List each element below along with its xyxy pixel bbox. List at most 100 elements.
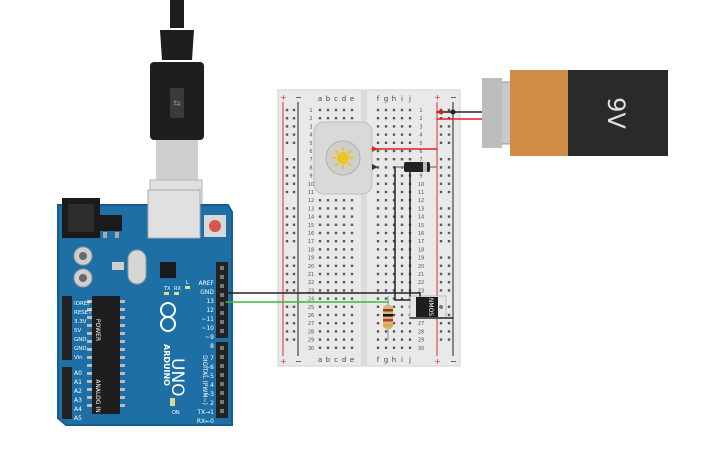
power-title: POWER — [94, 319, 101, 341]
breadboard-row-number: 16 — [418, 231, 424, 237]
analog-label-a2: A2 — [74, 388, 82, 395]
breadboard-hole — [292, 281, 296, 284]
breadboard-hole — [392, 330, 396, 333]
breadboard-row-number: 3 — [419, 124, 422, 130]
breadboard-hole — [318, 240, 322, 243]
breadboard-hole — [392, 215, 396, 218]
breadboard-row-number: 29 — [418, 338, 424, 344]
breadboard-hole — [292, 256, 296, 259]
col-j-top: j — [408, 95, 411, 103]
breadboard-hole — [384, 231, 388, 235]
breadboard-hole — [326, 240, 330, 243]
breadboard-hole — [292, 330, 296, 333]
analog-label-a0: A0 — [74, 370, 82, 377]
breadboard-hole — [285, 174, 289, 177]
breadboard-hole — [326, 256, 330, 259]
led-label-l: L — [186, 280, 189, 286]
breadboard-hole — [376, 256, 380, 259]
breadboard-hole — [285, 125, 289, 128]
breadboard-hole — [447, 207, 451, 210]
col-h-top: h — [392, 95, 396, 103]
breadboard-hole — [384, 346, 388, 349]
breadboard-hole — [439, 166, 443, 169]
breadboard-hole — [285, 215, 289, 218]
breadboard-hole — [384, 108, 388, 112]
breadboard-hole — [447, 240, 451, 243]
breadboard-hole — [326, 338, 330, 341]
breadboard-hole — [447, 322, 451, 325]
breadboard-hole — [285, 240, 289, 243]
breadboard-hole — [350, 346, 354, 349]
breadboard-hole — [392, 322, 396, 325]
rail-minus-top-left: − — [295, 93, 302, 102]
breadboard-hole — [376, 117, 380, 120]
breadboard-hole — [285, 313, 289, 317]
breadboard-hole — [318, 346, 322, 349]
breadboard-hole — [392, 199, 396, 202]
col-a-bottom: a — [318, 356, 322, 364]
breadboard-row-number: 10 — [418, 182, 424, 188]
breadboard-hole — [342, 281, 346, 284]
breadboard-hole — [326, 322, 330, 325]
breadboard-hole — [392, 338, 396, 341]
breadboard-hole — [350, 289, 354, 292]
breadboard-hole — [334, 108, 338, 112]
breadboard-hole — [392, 231, 396, 235]
led-label-tx: TX — [163, 286, 171, 292]
breadboard-hole — [350, 338, 354, 341]
breadboard-hole — [285, 223, 289, 226]
breadboard-hole — [400, 149, 404, 153]
breadboard-hole — [447, 215, 451, 218]
breadboard-hole — [400, 199, 404, 202]
breadboard-hole — [447, 141, 451, 144]
breadboard-hole — [334, 322, 338, 325]
breadboard-hole — [350, 215, 354, 218]
breadboard-hole — [376, 141, 380, 144]
breadboard-hole — [326, 207, 330, 210]
col-c-bottom: c — [334, 356, 338, 364]
breadboard-hole — [326, 108, 330, 112]
breadboard-hole — [392, 272, 396, 276]
breadboard-hole — [376, 133, 380, 136]
breadboard-row-number: 9 — [419, 174, 422, 180]
breadboard-hole — [292, 166, 296, 169]
pin-label-1: TX→1 — [196, 409, 214, 416]
breadboard-hole — [400, 141, 404, 144]
breadboard-row-number: 22 — [418, 280, 424, 286]
wire-gnd — [225, 292, 421, 297]
digital-pwm-label: DIGITAL (PWM~) — [201, 355, 208, 405]
breadboard-hole — [326, 223, 330, 226]
breadboard-hole — [447, 190, 451, 194]
pin-label-5: ~5 — [205, 373, 214, 380]
breadboard-hole — [439, 190, 443, 194]
breadboard-hole — [400, 313, 404, 317]
breadboard-row-number: 2 — [419, 116, 422, 122]
breadboard-hole — [439, 133, 443, 136]
breadboard-hole — [318, 108, 322, 112]
arduino-board: AREF GND 13 12 ~11 ~10 ~9 8 7 ~6 ~5 4 ~3… — [57, 189, 233, 426]
pin-label-2: 2 — [210, 400, 214, 407]
breadboard-hole — [376, 199, 380, 202]
breadboard-hole — [292, 207, 296, 210]
breadboard-hole — [318, 281, 322, 284]
breadboard-row-number: 27 — [418, 321, 424, 327]
breadboard-hole — [318, 223, 322, 226]
breadboard-hole — [350, 117, 354, 120]
breadboard-hole — [376, 190, 380, 194]
breadboard-row-number: 14 — [308, 215, 314, 221]
breadboard-hole — [392, 305, 396, 308]
breadboard-hole — [334, 256, 338, 259]
breadboard-hole — [384, 289, 388, 292]
breadboard-row-number: 23 — [418, 288, 424, 294]
breadboard-hole — [392, 256, 396, 259]
breadboard-hole — [285, 231, 289, 235]
breadboard-hole — [342, 223, 346, 226]
breadboard-hole — [439, 256, 443, 259]
breadboard-hole — [447, 256, 451, 259]
breadboard-hole — [285, 338, 289, 341]
breadboard-row-number: 5 — [309, 141, 312, 147]
breadboard-hole — [400, 272, 404, 276]
breadboard-hole — [384, 166, 388, 169]
col-a-top: a — [318, 95, 322, 103]
col-j-bottom: j — [408, 356, 411, 364]
